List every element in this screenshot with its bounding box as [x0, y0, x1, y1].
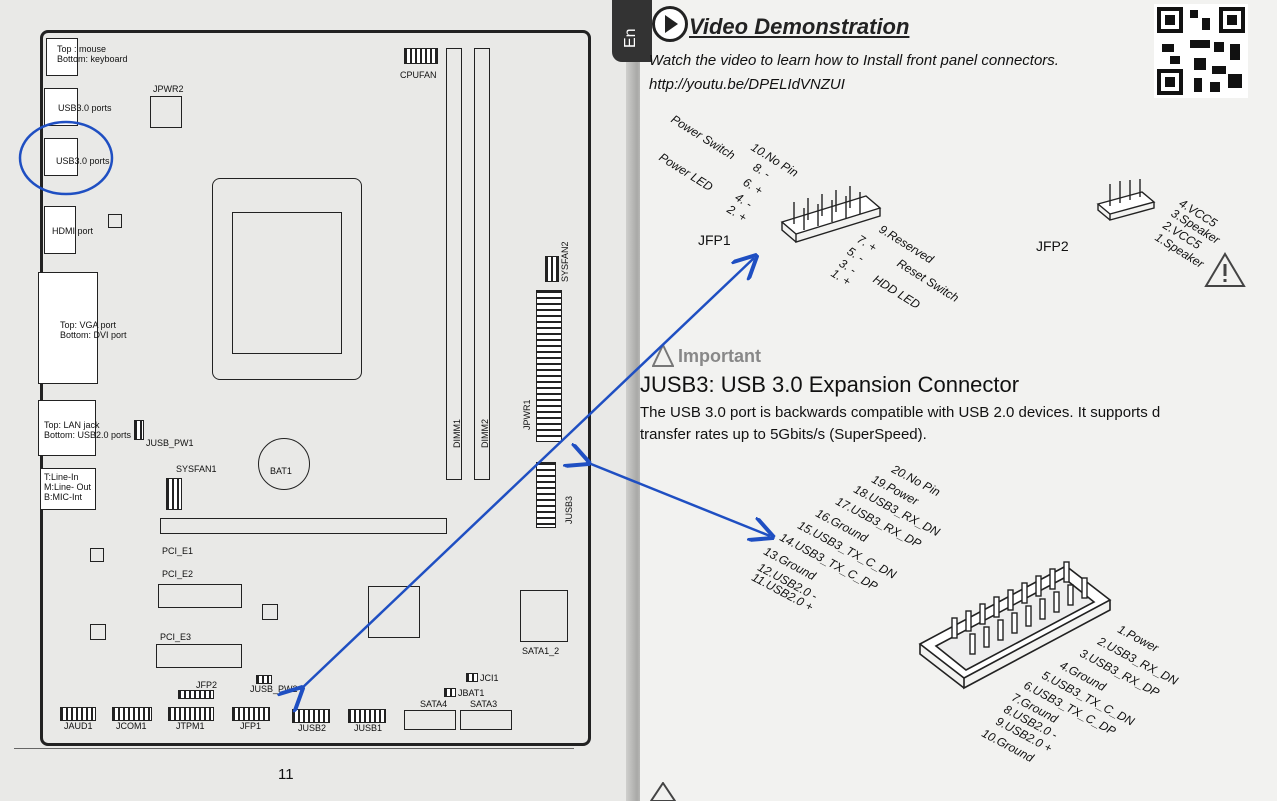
jusb3-connector-drawing [918, 561, 1112, 690]
jfp1-group-power-led: Power LED [656, 150, 716, 195]
jusb-pw2-jumper [256, 675, 272, 684]
label-jbat1: JBAT1 [458, 688, 485, 698]
audio-jacks [40, 468, 96, 510]
jfp1-title: JFP1 [698, 232, 731, 248]
jusb3-header [536, 462, 556, 528]
label-jusb2: JUSB2 [298, 723, 327, 733]
chipset [368, 586, 420, 638]
section-title-jusb3: JUSB3: USB 3.0 Expansion Connector [640, 372, 1020, 397]
jfp2-header [178, 690, 214, 699]
hdmi-port [44, 206, 76, 254]
video-url[interactable]: http://youtu.be/DPELIdVNZUI [649, 76, 845, 93]
qr-code-icon [1154, 4, 1248, 98]
label-cpufan: CPUFAN [400, 70, 437, 80]
label-jaud1: JAUD1 [64, 721, 93, 731]
motherboard-outline [40, 30, 591, 746]
right-page-connectors: En Video Demonstration Watch the video t… [612, 0, 1277, 801]
faint-important-heading: Important [678, 346, 761, 366]
warning-icon [1204, 252, 1246, 287]
language-tab: En [612, 0, 652, 62]
section-text-line-2: transfer rates up to 5Gbits/s (SuperSpee… [640, 426, 927, 443]
faint-warning-icon [651, 342, 675, 368]
label-jci1: JCI1 [480, 673, 499, 683]
label-jusb-pw1: JUSB_PW1 [146, 438, 194, 448]
page-number: 11 [278, 766, 294, 783]
label-vga-dvi: Top: VGA port Bottom: DVI port [60, 320, 127, 340]
label-sata4: SATA4 [420, 699, 448, 709]
language-tab-label: En [622, 28, 639, 48]
jusb2-header [292, 709, 330, 723]
jfp1-header [232, 707, 270, 721]
jfp1-pin-header-drawing [780, 186, 882, 243]
jfp1-group-power-switch: Power Switch [668, 112, 738, 163]
label-usb30-1: USB3.0 ports [58, 103, 112, 113]
video-title: Video Demonstration [689, 14, 910, 39]
chip-3 [262, 604, 278, 620]
label-sata1-2: SATA1_2 [522, 646, 560, 656]
pci-e3-slot [156, 644, 242, 668]
jfp2-pin-header-drawing [1096, 179, 1156, 221]
jusb-pw1-jumper [134, 420, 144, 440]
label-jtpm1: JTPM1 [176, 721, 205, 731]
jcom1-header [112, 707, 152, 721]
label-pci-e2: PCI_E2 [162, 569, 194, 579]
sata3-connector [460, 710, 512, 730]
cpu-socket-inner [232, 212, 342, 354]
jusb1-header [348, 709, 386, 723]
lan-usb-port [38, 400, 96, 456]
footer-rule [14, 748, 574, 749]
pci-e2-slot [158, 584, 242, 608]
dimm2-slot [474, 48, 490, 480]
jbat1-jumper [444, 688, 456, 697]
jpwr2-connector [150, 96, 182, 128]
label-jfp1: JFP1 [240, 721, 262, 731]
pci-e1-slot [160, 518, 447, 534]
label-jpwr2: JPWR2 [153, 84, 184, 94]
label-bat1: BAT1 [270, 466, 292, 476]
dimm1-slot [446, 48, 462, 480]
jtpm1-header [168, 707, 214, 721]
label-sysfan1: SYSFAN1 [176, 464, 217, 474]
chip-1 [90, 548, 104, 562]
video-text: Watch the video to learn how to Install … [649, 52, 1059, 69]
sysfan1-header [166, 478, 182, 510]
label-pci-e1: PCI_E1 [162, 546, 194, 556]
section-text-line-1: The USB 3.0 port is backwards compatible… [640, 404, 1161, 421]
label-lan-usb: Top: LAN jack Bottom: USB2.0 ports [44, 420, 132, 440]
label-jpwr1: JPWR1 [522, 399, 532, 430]
sysfan2-header [545, 256, 559, 282]
faint-warning-icon-bottom [650, 782, 676, 801]
cpufan-header [404, 48, 438, 64]
label-dimm1: DIMM1 [452, 419, 462, 448]
vga-dvi-port [38, 272, 98, 384]
label-jusb3: JUSB3 [564, 495, 574, 524]
label-hdmi: HDMI port [52, 226, 94, 236]
label-jfp2: JFP2 [196, 680, 218, 690]
label-jusb-pw2: JUSB_PW2 [250, 684, 298, 694]
cmos-battery [258, 438, 310, 490]
label-ps2: Top : mouse Bottom: keyboard [57, 44, 128, 64]
sata4-connector [404, 710, 456, 730]
label-usb30-2: USB3.0 ports [56, 156, 110, 166]
label-pci-e3: PCI_E3 [160, 632, 192, 642]
jpwr1-connector [536, 290, 562, 442]
jci1-header [466, 673, 478, 682]
left-page-motherboard-layout: Top : mouse Bottom: keyboard USB3.0 port… [0, 0, 640, 801]
jaud1-header [60, 707, 96, 721]
small-chip [108, 214, 122, 228]
chip-2 [90, 624, 106, 640]
label-jcom1: JCOM1 [116, 721, 147, 731]
label-audio: T:Line-In M:Line- Out B:MIC-Int [44, 472, 92, 502]
label-sata3: SATA3 [470, 699, 498, 709]
sata1-2-connector [520, 590, 568, 642]
label-dimm2: DIMM2 [480, 419, 490, 448]
ps2-port [46, 38, 78, 76]
play-icon [652, 6, 688, 42]
jfp2-title: JFP2 [1036, 238, 1069, 254]
label-jusb1: JUSB1 [354, 723, 383, 733]
label-sysfan2: SYSFAN2 [560, 241, 570, 282]
usb30-port-1 [44, 88, 78, 126]
